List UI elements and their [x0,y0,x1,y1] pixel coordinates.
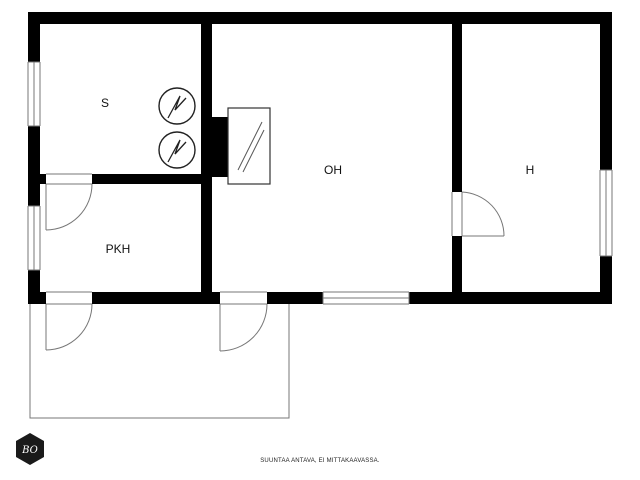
door-living-bedroom [451,191,505,237]
logo-text: BO [21,445,38,456]
door-living-exterior [219,291,268,352]
window-washroom-left [27,205,41,271]
window-sauna-left [27,61,41,127]
sauna-heater-top [158,87,196,125]
disclaimer-note: SUUNTAA ANTAVA, EI MITTAKAAVASSA. [260,458,380,464]
room-label-living-room: OH [324,163,342,177]
fireplace-block [212,117,228,177]
outer-wall-right [600,12,612,304]
room-label-sauna: S [101,96,109,110]
sauna-heater-bottom [158,131,196,169]
room-label-bedroom: H [526,163,535,177]
door-washroom-exterior [45,291,93,351]
fireplace [227,107,271,185]
window-living-bottom [322,291,410,305]
terrace-outline [29,297,290,419]
interior-wall-vertical-left [201,12,212,304]
room-label-washroom: PKH [106,242,131,256]
door-sauna-washroom [45,173,93,231]
outer-wall-bottom [28,292,612,304]
outer-wall-top [28,12,612,24]
interior-wall-vertical-right [452,12,462,304]
company-logo: BO [16,433,44,465]
interior-wall-horizontal [28,174,212,184]
window-bedroom-right [599,169,613,257]
